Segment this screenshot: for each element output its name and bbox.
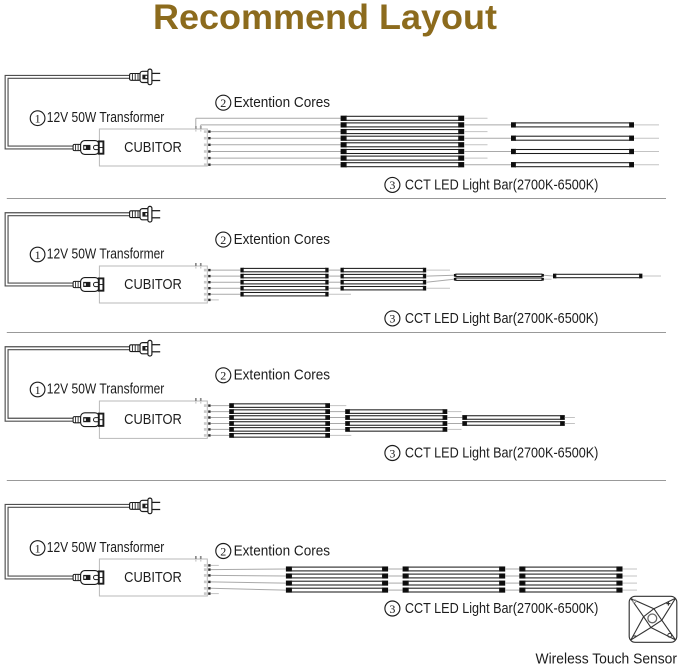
svg-text:CUBITOR: CUBITOR — [124, 276, 182, 293]
svg-text:CUBITOR: CUBITOR — [124, 569, 182, 586]
svg-text:2: 2 — [220, 369, 226, 383]
svg-text:Wireless Touch Sensor: Wireless Touch Sensor — [536, 650, 678, 665]
svg-text:CCT LED Light Bar(2700K-6500K): CCT LED Light Bar(2700K-6500K) — [405, 177, 599, 194]
svg-text:CCT LED Light Bar(2700K-6500K): CCT LED Light Bar(2700K-6500K) — [405, 310, 599, 327]
svg-text:Extention Cores: Extention Cores — [234, 94, 331, 111]
svg-text:CCT LED Light Bar(2700K-6500K): CCT LED Light Bar(2700K-6500K) — [405, 600, 599, 617]
svg-text:3: 3 — [389, 312, 395, 326]
svg-text:Extention Cores: Extention Cores — [234, 542, 331, 559]
svg-text:12V 50W Transformer: 12V 50W Transformer — [47, 246, 165, 263]
svg-text:12V 50W Transformer: 12V 50W Transformer — [47, 539, 165, 556]
svg-text:Extention Cores: Extention Cores — [234, 231, 331, 248]
svg-text:3: 3 — [389, 446, 395, 460]
svg-text:Recommend Layout: Recommend Layout — [153, 0, 497, 37]
svg-text:Extention Cores: Extention Cores — [234, 367, 331, 384]
svg-text:CUBITOR: CUBITOR — [124, 411, 182, 428]
svg-text:1: 1 — [35, 383, 41, 397]
svg-text:CCT LED Light Bar(2700K-6500K): CCT LED Light Bar(2700K-6500K) — [405, 445, 599, 462]
svg-text:CUBITOR: CUBITOR — [124, 139, 182, 156]
svg-text:3: 3 — [389, 602, 395, 616]
svg-text:1: 1 — [35, 112, 41, 126]
svg-text:12V 50W Transformer: 12V 50W Transformer — [47, 109, 165, 126]
svg-text:12V 50W Transformer: 12V 50W Transformer — [47, 381, 165, 398]
svg-text:2: 2 — [220, 96, 226, 110]
svg-text:1: 1 — [35, 541, 41, 555]
svg-text:2: 2 — [220, 233, 226, 247]
svg-text:1: 1 — [35, 248, 41, 262]
svg-text:3: 3 — [389, 178, 395, 192]
svg-text:2: 2 — [220, 544, 226, 558]
